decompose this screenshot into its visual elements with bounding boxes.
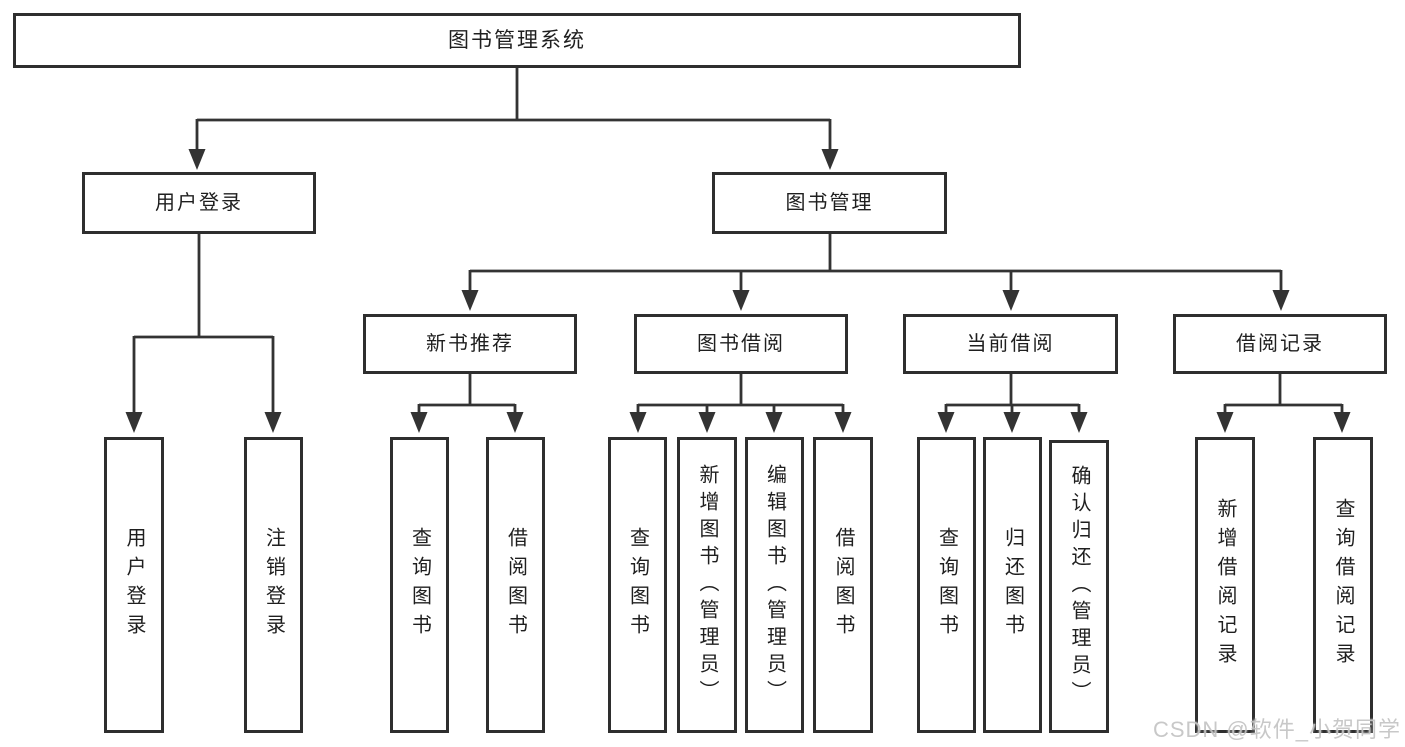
leaf-query-books-recommend: 查询图书	[390, 437, 449, 733]
node-library-system: 图书管理系统	[13, 13, 1021, 68]
leaf-add-borrow-record: 新增借阅记录	[1195, 437, 1255, 733]
arrowheads-current-borrowing-split	[937, 412, 1088, 433]
connector-user-login-split	[132, 232, 275, 413]
arrowheads-book-borrowing-split	[629, 412, 852, 433]
leaf-borrow-books-borrowing: 借阅图书	[813, 437, 873, 733]
leaf-logout-login: 注销登录	[244, 437, 303, 733]
leaf-query-books-borrowing: 查询图书	[608, 437, 667, 733]
connector-new-book-split	[417, 372, 517, 413]
connector-borrowing-records-split	[1223, 372, 1344, 413]
leaf-query-borrow-record: 查询借阅记录	[1313, 437, 1373, 733]
connector-current-borrowing-split	[944, 372, 1081, 413]
arrowheads-root-split	[188, 149, 839, 170]
node-book-borrowing: 图书借阅	[634, 314, 848, 374]
arrowheads-borrowing-records-split	[1216, 412, 1351, 433]
leaf-return-books: 归还图书	[983, 437, 1042, 733]
leaf-query-books-current: 查询图书	[917, 437, 976, 733]
leaf-add-books-admin: 新增图书（管理员）	[677, 437, 737, 733]
leaf-user-login: 用户登录	[104, 437, 164, 733]
leaf-edit-books-admin: 编辑图书（管理员）	[745, 437, 804, 733]
leaf-borrow-books-recommend: 借阅图书	[486, 437, 545, 733]
node-current-borrowing: 当前借阅	[903, 314, 1118, 374]
node-book-management: 图书管理	[712, 172, 947, 234]
connector-book-management-split	[468, 232, 1283, 291]
connector-book-borrowing-split	[636, 372, 845, 413]
node-borrowing-records: 借阅记录	[1173, 314, 1387, 374]
arrowheads-book-management-split	[461, 290, 1290, 311]
arrowheads-new-book-split	[410, 412, 524, 433]
node-new-book-recommend: 新书推荐	[363, 314, 577, 374]
leaf-confirm-return-admin: 确认归还（管理员）	[1049, 440, 1109, 733]
arrowheads-user-login-split	[125, 412, 282, 433]
connector-root-split	[195, 67, 832, 150]
node-user-login: 用户登录	[82, 172, 316, 234]
